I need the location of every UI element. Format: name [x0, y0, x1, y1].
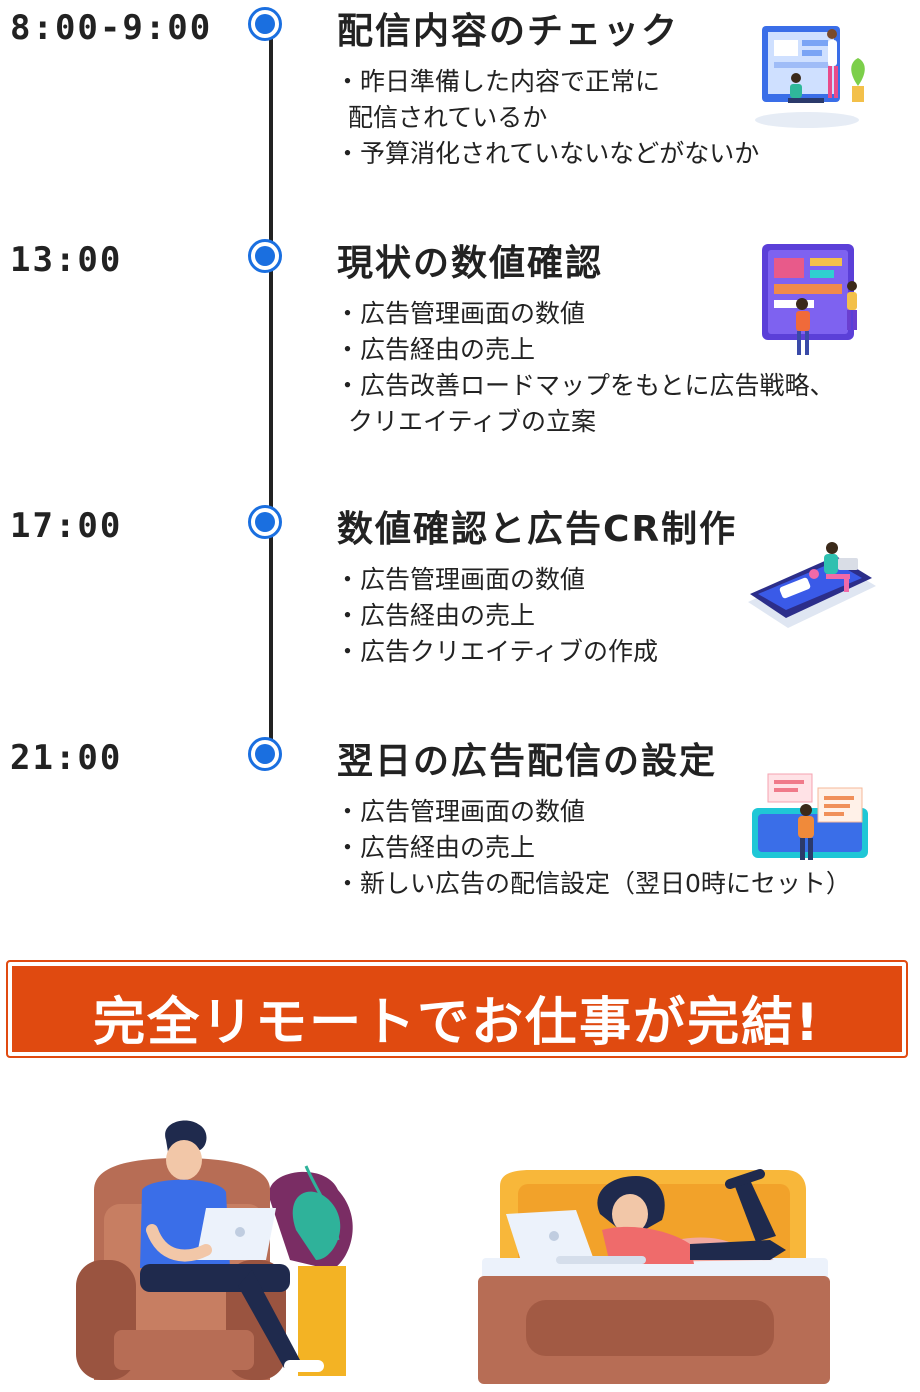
- monitor-team-illustration: [755, 26, 865, 128]
- bullet-item: ・広告経由の売上: [335, 601, 536, 630]
- timeline-dot: [248, 737, 282, 771]
- bullet-list: ・広告管理画面の数値 ・広告経由の売上 ・広告改善ロードマップをもとに広告戦略、…: [335, 296, 835, 440]
- bullet-item: ・広告経由の売上: [335, 833, 536, 862]
- bullet-item: ・新しい広告の配信設定（翌日0時にセット）: [335, 869, 851, 898]
- bullet-item: ・広告改善ロードマップをもとに広告戦略、: [335, 371, 835, 400]
- bullet-item: クリエイティブの立案: [348, 407, 597, 436]
- remote-workers-illustration: [76, 1120, 830, 1384]
- bullet-list: ・昨日準備した内容で正常に 配信されているか ・予算消化されていないなどがないか: [335, 64, 759, 172]
- bullet-item: ・広告クリエイティブの作成: [335, 637, 659, 666]
- bullet-item: ・予算消化されていないなどがないか: [335, 139, 760, 168]
- entry-heading: 翌日の広告配信の設定: [337, 741, 718, 782]
- bullet-item: ・昨日準備した内容で正常に: [335, 67, 661, 96]
- time-label: 17:00: [10, 506, 123, 546]
- entry-heading: 配信内容のチェック: [337, 11, 680, 52]
- bullet-item: ・広告管理画面の数値: [335, 797, 586, 826]
- bullet-item: ・広告管理画面の数値: [335, 299, 586, 328]
- time-label: 13:00: [10, 240, 123, 280]
- timeline-dot: [248, 239, 282, 273]
- entry-heading: 数値確認と広告CR制作: [337, 509, 738, 550]
- bullet-item: 配信されているか: [348, 103, 548, 132]
- phone-creative-illustration: [748, 542, 876, 628]
- settings-schedule-illustration: [752, 773, 868, 860]
- bullet-list: ・広告管理画面の数値 ・広告経由の売上 ・新しい広告の配信設定（翌日0時にセット…: [335, 794, 851, 902]
- timeline-dot: [248, 505, 282, 539]
- time-label: 8:00-9:00: [10, 8, 213, 48]
- timeline-dot: [248, 7, 282, 41]
- entry-heading: 現状の数値確認: [337, 243, 604, 284]
- bullet-item: ・広告経由の売上: [335, 335, 536, 364]
- timeline-line: [269, 24, 273, 752]
- bed-worker: [478, 1169, 830, 1384]
- bullet-list: ・広告管理画面の数値 ・広告経由の売上 ・広告クリエイティブの作成: [335, 562, 658, 670]
- bullet-item: ・広告管理画面の数値: [335, 565, 586, 594]
- banner-text: 完全リモートでお仕事が完結!: [93, 993, 821, 1053]
- time-label: 21:00: [10, 738, 123, 778]
- armchair-worker: [76, 1120, 353, 1380]
- dashboard-analysis-illustration: [762, 244, 857, 355]
- remote-work-banner: 完全リモートでお仕事が完結!: [6, 960, 908, 1058]
